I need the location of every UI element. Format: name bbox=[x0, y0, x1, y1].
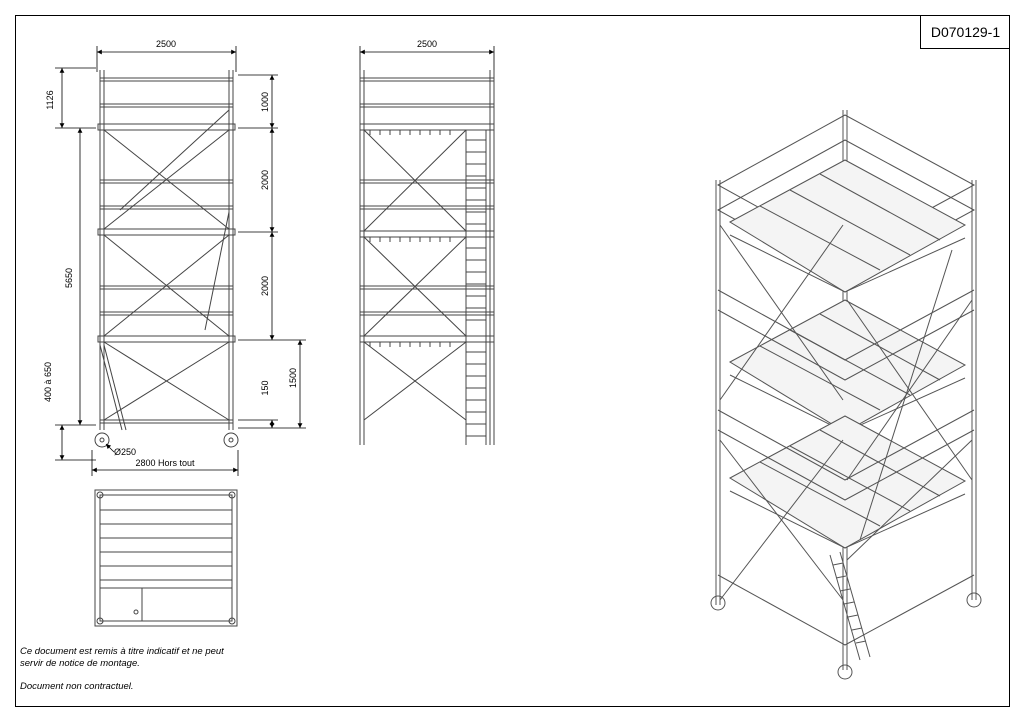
disclaimer-line-3: Document non contractuel. bbox=[20, 681, 134, 692]
front-dimensions bbox=[55, 46, 306, 476]
front-width-label: 2500 bbox=[156, 39, 176, 49]
bottom-range-label: 400 à 650 bbox=[43, 362, 53, 402]
height-5650-label: 5650 bbox=[64, 268, 74, 288]
side-width-label: 2500 bbox=[417, 39, 437, 49]
document-reference: D070129-1 bbox=[920, 16, 1010, 49]
disclaimer-line-1: Ce document est remis à titre indicatif … bbox=[20, 646, 224, 657]
disclaimer-line-2: servir de notice de montage. bbox=[20, 658, 140, 669]
overall-width-label: 2800 Hors tout bbox=[135, 458, 195, 468]
isometric-view bbox=[710, 110, 982, 680]
level-2000-b-label: 2000 bbox=[260, 276, 270, 296]
height-1126-label: 1126 bbox=[45, 90, 55, 109]
front-dimension-labels: 2500 1126 5650 400 à 650 1000 2000 2000 … bbox=[43, 39, 298, 468]
front-view bbox=[94, 70, 239, 448]
top-view bbox=[94, 489, 238, 627]
bottom-150-label: 150 bbox=[260, 380, 270, 395]
side-view bbox=[359, 70, 495, 445]
drawing-frame bbox=[15, 15, 1010, 707]
level-2000-a-label: 2000 bbox=[260, 170, 270, 190]
wheel-diameter-label: Ø250 bbox=[114, 447, 136, 457]
side-dimensions bbox=[359, 46, 495, 70]
bottom-1500-label: 1500 bbox=[288, 368, 298, 388]
level-1000-label: 1000 bbox=[260, 92, 270, 112]
disclaimer-notes: Ce document est remis à titre indicatif … bbox=[20, 646, 224, 693]
